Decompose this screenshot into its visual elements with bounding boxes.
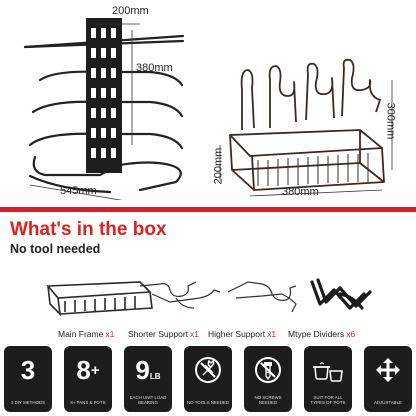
badge-caption: 8+ PANS & POTS [70,400,106,405]
main-frame-image [46,281,153,317]
badge-caption: ADJUSTABLE [374,400,402,405]
badge-caption: EACH UNIT LOAD BEARING [129,395,167,405]
box-title: What's in the box [10,219,167,240]
badge-caption: NO TOOLS NEEDED [186,400,230,405]
badge-adjustable: ADJUSTABLE [364,346,412,412]
badge-diy-methods: 3 3 DIY METHODS [4,346,52,412]
higher-support-image [227,281,297,313]
base-frame-illustration [219,58,393,197]
part-qty: x6 [346,329,356,339]
badge-load-bearing: 9LB EACH UNIT LOAD BEARING [124,346,172,412]
rack-depth-label: 545mm [60,185,97,197]
feature-badges: 3 3 DIY METHODS 8+ 8+ PANS & POTS 9LB EA… [4,346,412,414]
badge-caption: 3 DIY METHODS [10,400,46,405]
part-qty: x1 [190,329,199,339]
no-screws-icon [255,357,281,383]
badge-no-tools: NO TOOLS NEEDED [184,346,232,412]
rack-width-label: 200mm [112,5,149,17]
no-tools-icon [195,357,221,383]
badge-pot-types: SUIT FOR ALL TYPES OF POTS [304,346,352,412]
rack-illustration [23,18,185,200]
badge-value: 8+ [76,355,100,385]
shorter-support-image [139,281,221,309]
badge-caption: SUIT FOR ALL TYPES OF POTS [310,395,346,405]
mtype-dividers-image [310,278,372,310]
part-label: Main Frame [58,329,104,339]
badge-pans-pots: 8+ 8+ PANS & POTS [64,346,112,412]
part-qty: x1 [105,329,115,339]
adjustable-arrows-icon [376,358,400,382]
part-label: Higher Support [208,329,266,339]
rack-height-label: 380mm [136,62,173,74]
box-subtitle: No tool needed [10,242,101,256]
badge-value: 3 [20,355,36,385]
base-width-label: 380mm [282,186,319,198]
base-depth-label: 200mm [212,147,225,185]
parts-illustrations [46,278,372,317]
pots-icon [313,362,343,382]
section-divider [0,207,416,212]
badge-caption: NO SCREWS NEEDED [254,395,282,405]
base-height-label: 300mm [384,102,397,140]
part-label: Shorter Support [128,329,189,339]
part-label: Mtype Dividers [288,329,345,339]
badge-no-screws: NO SCREWS NEEDED [244,346,292,412]
part-qty: x1 [267,329,277,339]
badge-value: 9LB [135,355,161,385]
